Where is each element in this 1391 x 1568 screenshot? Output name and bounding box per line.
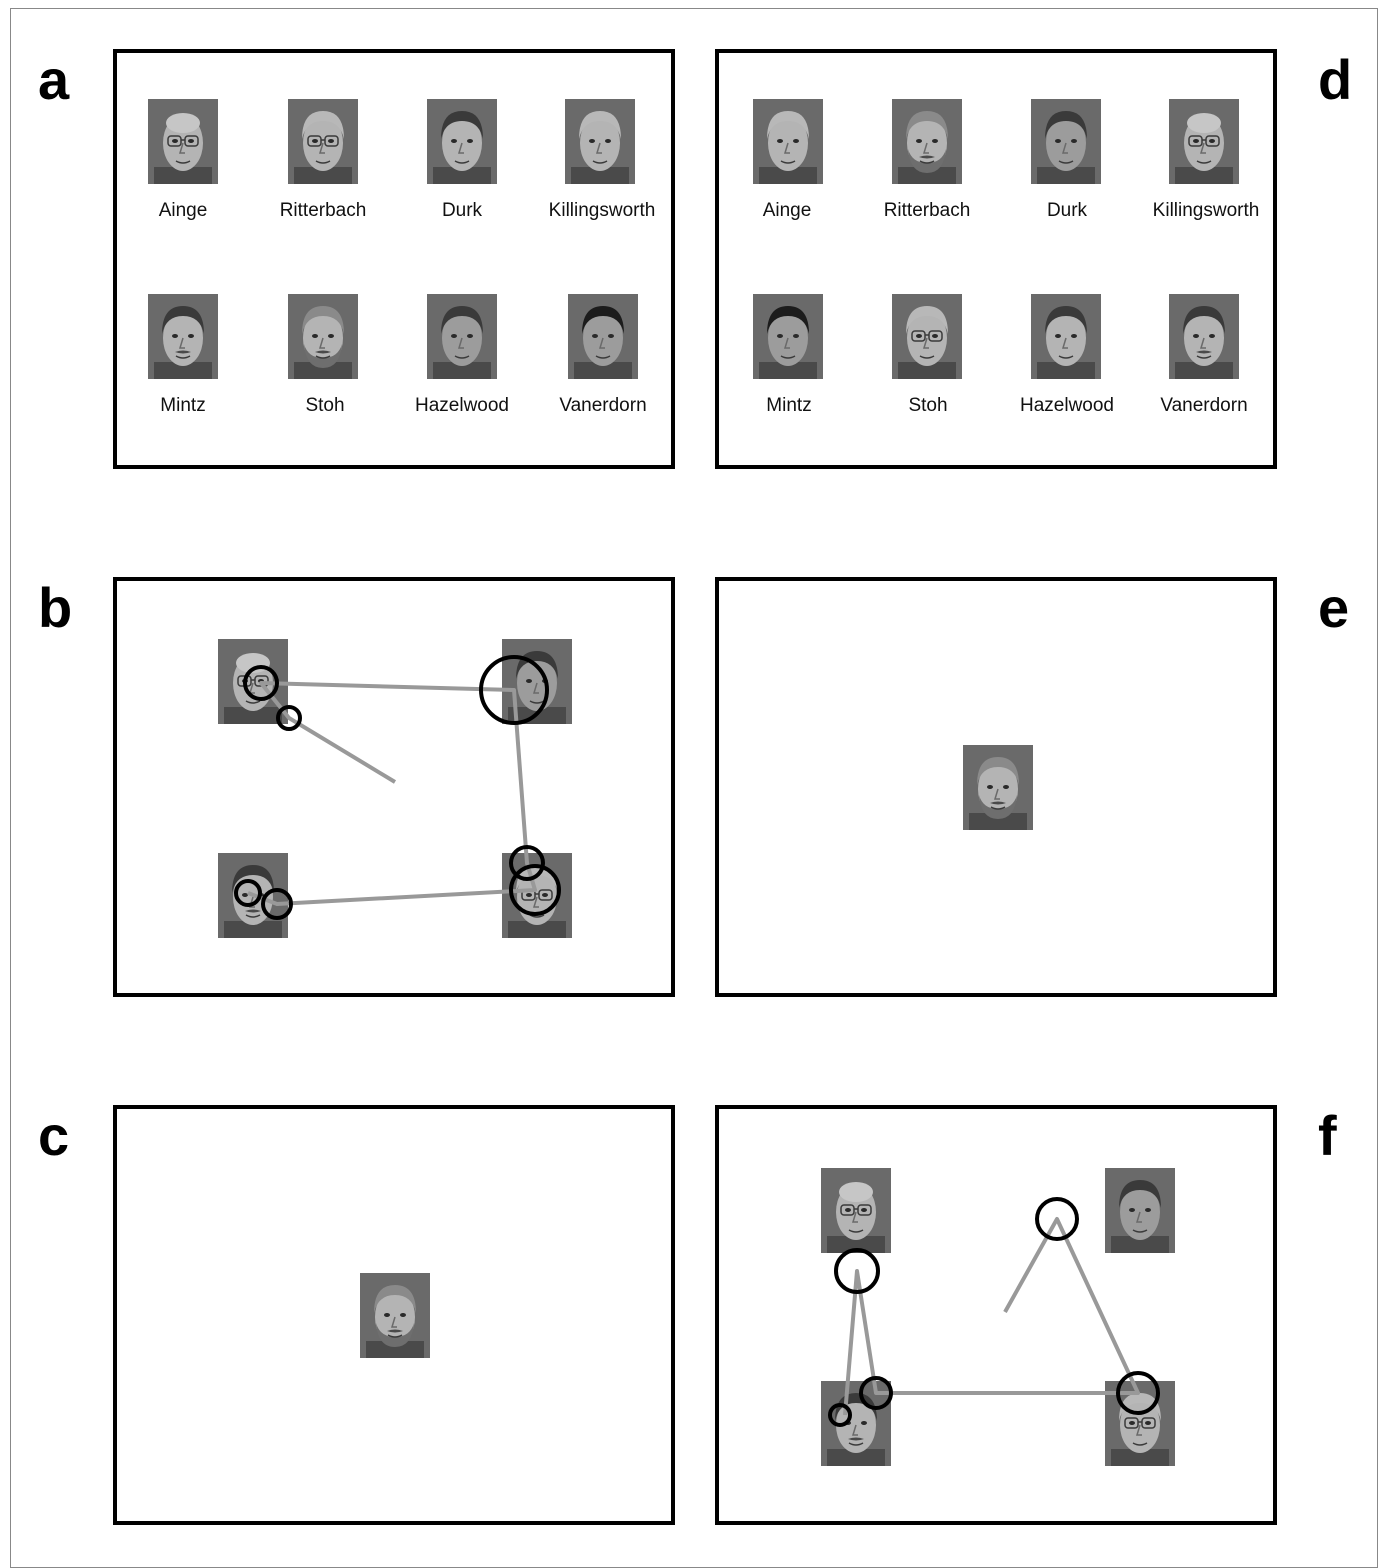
face-photo: [821, 1381, 891, 1466]
panel-label-d: d: [1318, 48, 1353, 111]
face-photo: [1105, 1168, 1175, 1253]
face-name-label: Stoh: [908, 395, 948, 416]
face-photo: [360, 1273, 430, 1358]
face-photo: [148, 99, 218, 184]
face-photo: [963, 745, 1033, 830]
face-name-label: Mintz: [766, 395, 812, 416]
face-name-label: Durk: [1046, 200, 1088, 221]
face-name-label: Vanerdorn: [1160, 395, 1248, 416]
face-name-label: Hazelwood: [415, 395, 509, 416]
face-name-label: Ritterbach: [279, 200, 367, 221]
panel-label-a: a: [38, 48, 70, 111]
face-photo: [753, 294, 823, 379]
panel-label-c: c: [38, 1104, 70, 1167]
face-photo: [753, 99, 823, 184]
panel-label-b: b: [38, 576, 73, 639]
face-photo: [427, 294, 497, 379]
face-name-label: Hazelwood: [1020, 395, 1114, 416]
face-photo: [502, 639, 572, 724]
face-name-label: Mintz: [160, 395, 206, 416]
face-photo: [821, 1168, 891, 1253]
face-name-label: Stoh: [305, 395, 345, 416]
face-photo: [892, 99, 962, 184]
face-photo: [218, 639, 288, 724]
face-photo: [1031, 294, 1101, 379]
face-photo: [1105, 1381, 1175, 1466]
face-photo: [148, 294, 218, 379]
face-name-label: Vanerdorn: [559, 395, 647, 416]
face-name-label: Ainge: [158, 200, 208, 221]
panel-b-frame: [113, 577, 675, 997]
face-photo: [1169, 294, 1239, 379]
panel-label-f: f: [1318, 1104, 1337, 1167]
face-name-label: Killingsworth: [548, 200, 656, 221]
face-name-label: Durk: [441, 200, 483, 221]
face-photo: [218, 853, 288, 938]
face-name-label: Killingsworth: [1152, 200, 1260, 221]
face-photo: [892, 294, 962, 379]
face-photo: [568, 294, 638, 379]
face-name-label: Ainge: [762, 200, 812, 221]
face-photo: [502, 853, 572, 938]
face-photo: [1031, 99, 1101, 184]
face-name-label: Ritterbach: [883, 200, 971, 221]
panel-f-frame: [715, 1105, 1277, 1525]
face-photo: [1169, 99, 1239, 184]
face-photo: [288, 99, 358, 184]
face-photo: [565, 99, 635, 184]
panel-label-e: e: [1318, 576, 1350, 639]
face-photo: [288, 294, 358, 379]
face-photo: [427, 99, 497, 184]
